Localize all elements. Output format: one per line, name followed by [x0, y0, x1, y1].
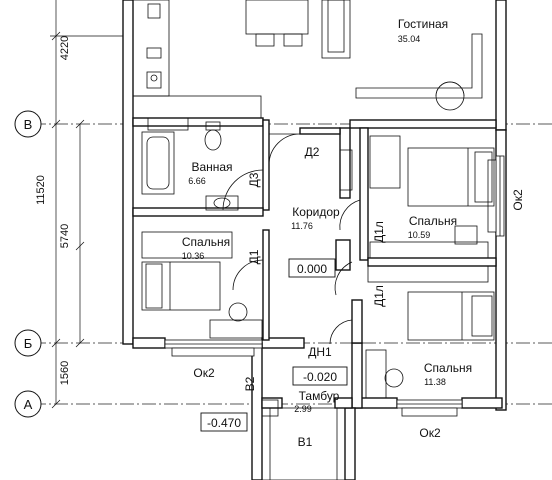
- room-name-corridor: Коридор: [292, 205, 340, 219]
- room-area-living: 35.04: [398, 34, 421, 44]
- porch: [261, 399, 346, 480]
- axis-marker-a: А: [14, 390, 42, 418]
- desk-right-bottom: [365, 349, 404, 399]
- door-label: Д1л: [372, 285, 386, 307]
- room-name-bedroom-right-top: Спальня: [409, 214, 457, 228]
- room-area-bedroom-left: 10.36: [182, 251, 205, 261]
- door-label: Д1л: [372, 221, 386, 243]
- dining-table: [245, 0, 309, 47]
- window-label: Ок2: [419, 426, 441, 440]
- room-name-vestibule: Тамбур: [299, 389, 340, 403]
- room-area-bath: 6.66: [188, 176, 206, 186]
- bed-right-top: [407, 147, 495, 207]
- room-area-vestibule: 2.99: [294, 404, 312, 414]
- axis-label: В: [24, 117, 33, 132]
- wardrobe-left: [141, 231, 233, 259]
- door-label: Д2: [305, 145, 320, 159]
- window-bottom-left: [164, 339, 263, 357]
- dimension-label: 11520: [35, 175, 47, 205]
- level-mark-zero: 0.000: [288, 258, 336, 278]
- desk-left: [209, 302, 263, 339]
- room-name-bedroom-left: Спальня: [182, 235, 230, 249]
- room-area-corridor: 11.76: [291, 221, 313, 231]
- room-name-bath: Ванная: [191, 160, 232, 174]
- axis-label: А: [24, 397, 33, 412]
- dimension-label: 5740: [59, 224, 71, 248]
- bed-right-bottom: [407, 291, 495, 341]
- bathtub: [141, 117, 189, 195]
- bed-left: [141, 261, 221, 311]
- wardrobe-right-top: [369, 241, 489, 259]
- window-bottom-right: [396, 399, 463, 417]
- door-label: ДН1: [308, 345, 332, 359]
- level-label: 0.000: [297, 262, 327, 276]
- level-mark-porch: -0.470: [200, 412, 248, 432]
- corridor-cabinet: [339, 149, 353, 191]
- axis-marker-b: Б: [14, 329, 42, 357]
- window-label: Ок2: [511, 189, 525, 211]
- kitchen-counter: [132, 0, 262, 119]
- door-swings: [222, 133, 361, 345]
- dimension-label: 4220: [59, 36, 71, 60]
- living-wall-unit: [355, 33, 483, 111]
- level-label: -0.020: [303, 370, 337, 384]
- level-label: -0.470: [207, 416, 241, 430]
- window-right: [487, 155, 505, 237]
- room-name-living: Гостиная: [398, 17, 448, 31]
- axis-marker-v: В: [14, 110, 42, 138]
- door-label: В2: [243, 376, 257, 391]
- toilet: [204, 121, 222, 151]
- room-area-bedroom-right-bottom: 11.38: [424, 377, 446, 387]
- door-label: Д3: [247, 172, 261, 187]
- interior-walls: [132, 117, 497, 409]
- door-label: В1: [298, 435, 313, 449]
- window-label: Ок2: [193, 366, 215, 380]
- dimension-chain: [50, 0, 128, 409]
- washbasin: [205, 195, 239, 211]
- sofa: [321, 0, 351, 59]
- wardrobe-right-bottom: [367, 265, 489, 283]
- dimension-label: 1560: [59, 361, 71, 385]
- door-label: Д1: [247, 249, 261, 264]
- room-name-bedroom-right-bottom: Спальня: [424, 361, 472, 375]
- axis-label: Б: [24, 336, 33, 351]
- room-area-bedroom-right-top: 10.59: [408, 230, 431, 240]
- desk-right-top: [369, 135, 478, 245]
- exterior-walls: [122, 0, 507, 480]
- level-mark-vestibule: -0.020: [292, 366, 348, 386]
